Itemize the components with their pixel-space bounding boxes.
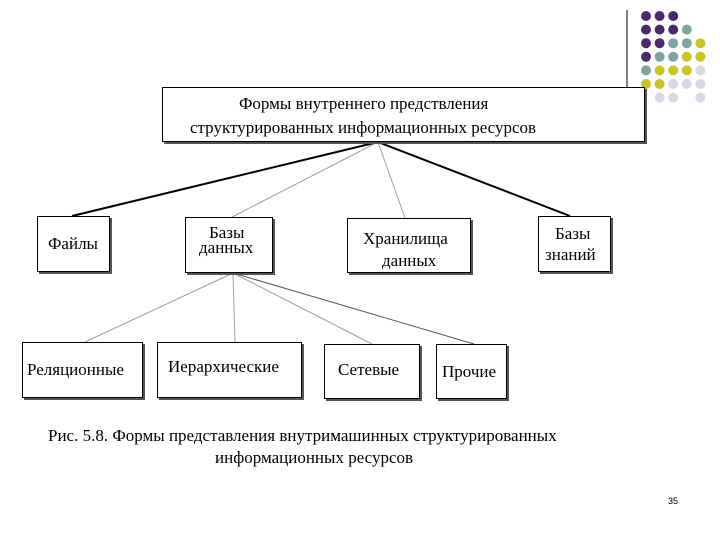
node-network: Сетевые (324, 344, 420, 399)
decorative-dot (641, 38, 651, 49)
decorative-dot (681, 79, 692, 89)
decorative-dot (654, 79, 665, 89)
root-node-line1: Формы внутреннего предствления (239, 94, 489, 113)
connector-db-relational (84, 272, 234, 343)
decorative-dot (668, 65, 679, 76)
decorative-dot (654, 11, 665, 21)
node-knowledge-bases-line2: знаний (545, 245, 596, 264)
root-node-line2: структурированных информационных ресурсо… (190, 118, 537, 137)
node-other: Прочие (436, 344, 507, 399)
node-relational: Реляционные (22, 342, 143, 398)
connector-root-files (71, 141, 379, 217)
node-knowledge-bases-line1: Базы (555, 224, 591, 243)
node-hierarchical-label: Иерархические (168, 357, 279, 376)
page-number: 35 (667, 496, 678, 506)
decorative-dot (668, 92, 679, 103)
decorative-dot (695, 79, 706, 89)
decorative-dot (681, 65, 692, 76)
decorative-dot (654, 92, 665, 103)
connector-root-warehouses (377, 141, 406, 219)
node-databases-line2: данных (199, 238, 254, 257)
node-warehouses-line2: данных (382, 251, 437, 270)
decorative-dot (695, 38, 706, 49)
root-node: Формы внутреннего предствления структури… (162, 87, 645, 142)
decorative-dot (641, 79, 651, 89)
decorative-dot (641, 65, 651, 76)
node-network-label: Сетевые (338, 360, 400, 379)
node-hierarchical: Иерархические (157, 342, 302, 398)
decorative-dot (641, 51, 651, 62)
connector-db-network (232, 272, 373, 345)
connector-root-knowledge (377, 141, 571, 217)
decorative-dot (681, 24, 692, 35)
decorative-dot (668, 11, 679, 21)
decorative-dot (654, 38, 665, 49)
figure-caption-line1: Рис. 5.8. Формы представления внутримаши… (48, 426, 557, 445)
node-databases: Базы данных (185, 217, 273, 273)
node-other-label: Прочие (442, 362, 497, 381)
decorative-dot (695, 92, 706, 103)
decorative-dot (654, 51, 665, 62)
connector-root-databases (231, 141, 379, 218)
decorative-dot (668, 38, 679, 49)
decorative-dot (695, 65, 706, 76)
decorative-dot (668, 51, 679, 62)
node-files-label: Файлы (48, 234, 98, 253)
decorative-dot (681, 51, 692, 62)
decorative-dot (654, 65, 665, 76)
decorative-dot (654, 24, 665, 35)
node-warehouses: Хранилища данных (347, 218, 471, 273)
connector-db-hierarchical (232, 272, 236, 343)
node-files: Файлы (37, 216, 110, 272)
node-knowledge-bases: Базы знаний (538, 216, 611, 272)
decorative-dot (681, 38, 692, 49)
node-warehouses-line1: Хранилища (363, 229, 448, 248)
decorative-dot (668, 24, 679, 35)
figure-caption-line2: информационных ресурсов (215, 448, 414, 467)
decorative-dot (695, 51, 706, 62)
connector-db-other (232, 272, 475, 345)
decorative-dot (641, 11, 651, 21)
node-databases-line1: Базы (209, 223, 245, 242)
decorative-dot (641, 24, 651, 35)
node-relational-label: Реляционные (27, 360, 124, 379)
decorative-dot (668, 79, 679, 89)
